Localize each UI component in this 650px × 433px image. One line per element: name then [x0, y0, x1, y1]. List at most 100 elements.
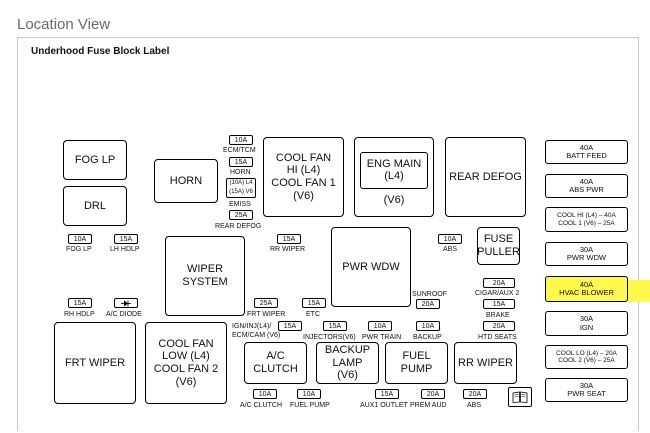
relay-label-line: COOL FAN 2 — [153, 363, 219, 375]
fuse-prem-aud: 20A — [421, 389, 445, 399]
relay-ac-clutch: A/C CLUTCH — [244, 342, 307, 384]
maxi-amp: 30A — [579, 380, 594, 390]
fuse-htd-seats-label: HTD SEATS — [478, 334, 517, 341]
fuse-ac-diode — [114, 298, 138, 308]
fuse-horn: 15A — [229, 157, 253, 167]
maxi-amp: 30A — [579, 314, 594, 324]
frame-title: Underhood Fuse Block Label — [31, 46, 170, 57]
fuse-aux1-label: AUX1 OUTLET — [360, 402, 408, 409]
fuse-abs-label: ABS — [443, 246, 458, 253]
fuse-rh-hdlp: 15A — [68, 298, 92, 308]
relay-pwr-wdw: PWR WDW — [331, 227, 411, 307]
fuse-amp: 25A — [259, 300, 273, 307]
maxi-name: COOL LO (L4) – 20A — [556, 349, 617, 357]
maxi-amp: 40A — [579, 279, 594, 289]
maxi-fuse-abs-pwr: 40A ABS PWR — [545, 174, 628, 198]
fuse-ac-clutch-label: A/C CLUTCH — [240, 402, 283, 409]
fuse-amp: 10A — [373, 323, 387, 330]
maxi-name: PWR WDW — [566, 253, 607, 262]
fuse-ac-diode-label: A/C DIODE — [106, 311, 142, 318]
relay-rr-wiper-label: RR WIPER — [458, 356, 513, 369]
maxi-name: IGN — [579, 322, 594, 332]
maxi-fuse-pwr-seat: 30A PWR SEAT — [545, 378, 628, 402]
relay-rear-defog-label: REAR DEFOG — [449, 170, 522, 183]
fuse-amp: 10A — [302, 391, 316, 398]
relay-label-line: SYSTEM — [182, 276, 228, 288]
relay-pwr-wdw-label: PWR WDW — [342, 260, 400, 273]
fuse-horn-label: HORN — [230, 169, 251, 176]
relay-label-line: COOL FAN — [275, 151, 332, 164]
relay-label-line: (V6) — [383, 193, 405, 206]
relay-label-line: PUMP — [400, 363, 433, 375]
fuse-amp: 20A — [421, 301, 435, 308]
relay-cool-fan-hi: COOL FAN HI (L4) COOL FAN 1 (V6) — [263, 137, 344, 217]
maxi-name: ABS PWR — [569, 185, 604, 194]
relay-fog-lp-label: FOG LP — [74, 153, 116, 166]
fuse-htd-seats: 20A — [483, 321, 515, 331]
fuse-rr-wiper-label: RR WIPER — [270, 246, 305, 253]
relay-label-line: LAMP — [332, 356, 363, 369]
relay-label-line: CLUTCH — [253, 363, 298, 375]
maxi-fuse-pwr-wdw: 30A PWR WDW — [545, 242, 628, 266]
relay-label-line: FUEL — [402, 350, 431, 363]
relay-drl-label: DRL — [83, 199, 106, 212]
fuse-amp: 15A — [328, 323, 342, 330]
fuse-amp: 15A — [73, 300, 87, 307]
fuse-cigar-label: CIGAR/AUX 2 — [475, 290, 520, 297]
maxi-amp: 30A — [579, 244, 594, 254]
fuse-amp: 10A — [73, 236, 87, 243]
maxi-name: HVAC BLOWER — [559, 288, 614, 297]
fuse-lh-hdlp-label: LH HDLP — [110, 246, 140, 253]
maxi-name: COOL HI (L4) – 40A — [557, 212, 616, 220]
fuse-amp: 15A — [119, 236, 133, 243]
fuse-etc-label: ETC — [306, 311, 320, 318]
page-title: Location View — [17, 16, 111, 33]
relay-label-line: HI (L4) — [286, 164, 321, 177]
maxi-fuse-batt-feed: 40A BATT FEED — [545, 140, 628, 164]
fuse-amp: 20A — [468, 391, 482, 398]
maxi-name: COOL 2 (V6) – 25A — [558, 357, 615, 364]
fuse-emiss-label: EMISS — [229, 201, 251, 208]
fuse-backup-label: BACKUP — [413, 334, 442, 341]
relay-label-line: COOL FAN — [158, 337, 214, 350]
fuse-emiss: (10A) L4 (15A) V6 — [226, 178, 256, 198]
maxi-fuse-hvac-blower: 40A HVAC BLOWER — [545, 276, 628, 302]
fuse-pwr-train: 10A — [368, 321, 392, 331]
fuse-pwr-train-label: PWR TRAIN — [362, 334, 402, 341]
fuse-abs-2-label: ABS — [467, 402, 482, 409]
fuse-ign-inj: 15A — [278, 321, 302, 331]
relay-backup-lamp: BACKUP LAMP (V6) — [316, 342, 379, 384]
fuse-amp: 25A — [234, 212, 248, 219]
relay-label-line: LOW (L4) — [162, 350, 210, 363]
fuse-lh-hdlp: 15A — [114, 234, 138, 244]
fuse-aux1: 15A — [375, 389, 399, 399]
fuse-cigar: 20A — [483, 278, 515, 288]
fuse-injectors: 15A — [323, 321, 347, 331]
relay-rear-defog: REAR DEFOG — [445, 137, 526, 217]
fuse-amp: 10A — [421, 323, 435, 330]
fuse-sunroof-label: SUNROOF — [412, 291, 447, 298]
relay-frt-wiper-label: FRT WIPER — [64, 356, 126, 369]
maxi-amp: 40A — [579, 176, 594, 186]
relay-wiper-system: WIPER SYSTEM — [165, 236, 245, 316]
fuse-rear-defog-label: REAR DEFOG — [215, 223, 262, 230]
fuse-prem-aud-label: PREM AUD — [410, 402, 447, 409]
relay-eng-main: ENG MAIN (L4) (V6) — [354, 137, 434, 217]
fuse-puller-line: PULLER — [477, 246, 520, 258]
relay-label-line: ENG MAIN — [366, 157, 422, 170]
fuse-rh-hdlp-label: RH HDLP — [64, 311, 95, 318]
maxi-fuse-ign: 30A IGN — [545, 311, 628, 336]
relay-label-line: (V6) — [293, 189, 314, 202]
fuse-fog-lp: 10A — [68, 234, 92, 244]
book-icon-glyph — [512, 391, 528, 403]
maxi-name: PWR SEAT — [567, 389, 606, 398]
relay-horn-label: HORN — [169, 174, 203, 187]
fuse-amp: 15A — [234, 159, 248, 166]
fuse-brake-label: BRAKE — [486, 312, 510, 319]
fuse-injectors-label: INJECTORS(V6) — [303, 334, 356, 341]
relay-fuel-pump: FUEL PUMP — [385, 342, 448, 384]
fuse-amp: 20A — [426, 391, 440, 398]
fuse-frt-wiper-label: FRT WIPER — [247, 311, 286, 318]
fuse-puller-line: FUSE — [483, 233, 514, 246]
fuse-amp: 10A — [258, 391, 272, 398]
